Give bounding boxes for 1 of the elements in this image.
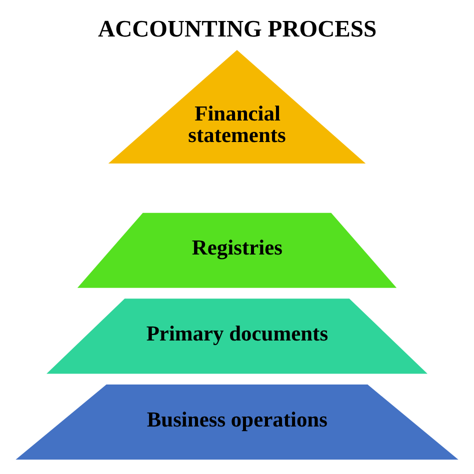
diagram-title: ACCOUNTING PROCESS <box>98 16 377 42</box>
